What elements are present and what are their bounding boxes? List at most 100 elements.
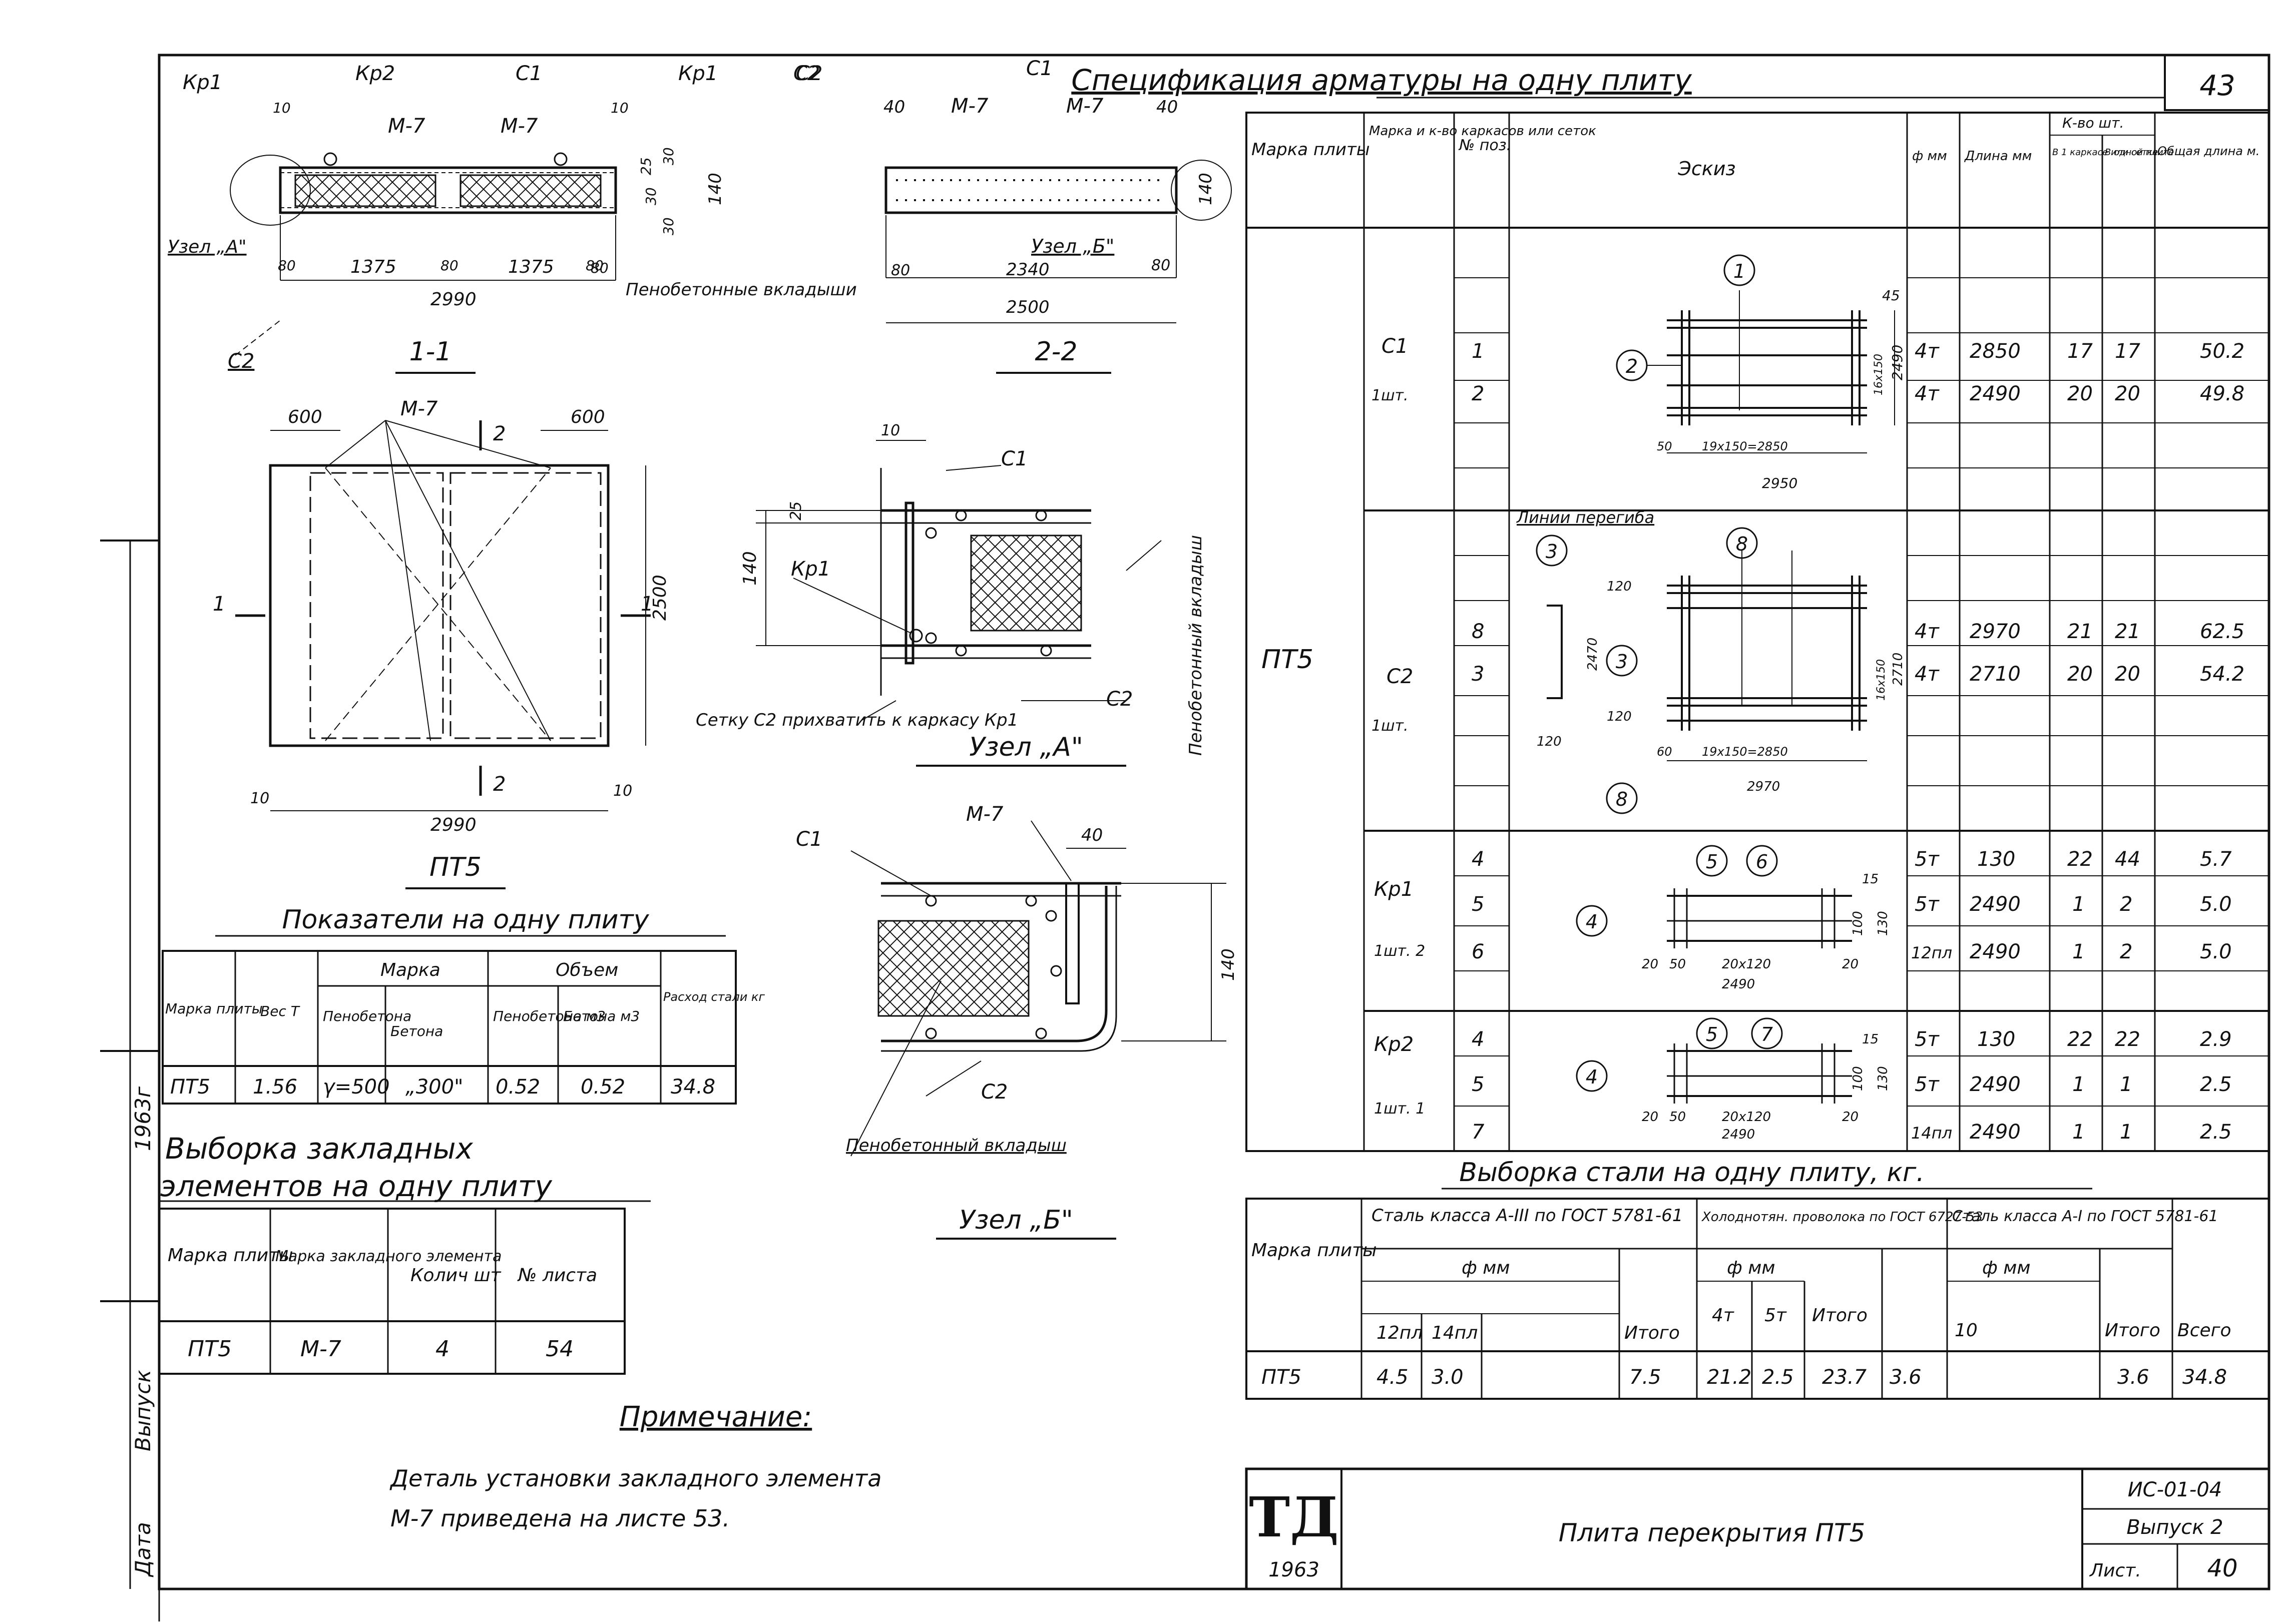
stamp-sheet-label: Лист. [2089, 1560, 2141, 1581]
dim-label: 50 [1669, 957, 1686, 972]
dim-label: 45 [1882, 287, 1900, 304]
ind-cell-foam-vol: 0.52 [496, 1075, 540, 1099]
title-stamp: ТД 1963 Плита перекрытия ПТ5 ИС-01-04 Вы… [1245, 1467, 2270, 1590]
spec-cell-pos: 5 [1472, 1073, 1484, 1096]
spec-cell-q1: 21 [2067, 620, 2093, 643]
table-row: 8 4т 2970 21 21 62.5 [1472, 620, 2244, 643]
spec-cell-total: 5.0 [2200, 940, 2232, 963]
ind-h-concrete: Бетона [390, 1023, 443, 1039]
spec-cell-diam: 5т [1915, 893, 1940, 916]
node-a-ref: Узел „А" [168, 237, 247, 257]
foam-label: Пенобетонный вкладыш [1186, 535, 1206, 756]
label-m7-right: М-7 [1066, 95, 1104, 118]
spec-cell-q2: 17 [2115, 340, 2140, 363]
spec-cell-pos: 4 [1472, 1028, 1484, 1051]
section-1-1: Кр1 Кр2 С1 Кр1 С2 М-7 М-7 10 10 25 30 14… [168, 62, 857, 374]
spec-cell-length: 2850 [1970, 340, 2021, 363]
spec-cell-total: 5.7 [2200, 848, 2232, 871]
spec-cell-pos: 2 [1472, 382, 1484, 405]
steel-h-d14: 14пл [1432, 1323, 1478, 1343]
spec-cell-diam: 4т [1915, 382, 1940, 405]
dim-label: 2710 [1891, 653, 1906, 686]
spec-cell-q1: 17 [2067, 340, 2093, 363]
callout-1: 1 [1733, 260, 1745, 282]
sketch-c2 [1547, 551, 1867, 761]
spec-cell-pos: 8 [1472, 620, 1484, 643]
embedded-table: Выборка закладных элементов на одну плит… [158, 1132, 651, 1375]
spec-cell-pos: 6 [1472, 940, 1484, 963]
dim-label: 120 [1607, 709, 1632, 724]
steel-h-cold: Холоднотян. проволока по ГОСТ 6727-53 [1701, 1210, 1983, 1225]
steel-cell-d5: 2.5 [1762, 1366, 1794, 1389]
spec-plate: ПТ5 [1261, 645, 1313, 675]
spec-cell-q2: 1 [2120, 1121, 2132, 1144]
cut-mark-2-top: 2 [493, 422, 506, 445]
ind-cell-foam: γ=500 [323, 1075, 390, 1099]
spec-cell-diam: 5т [1915, 848, 1940, 871]
stamp-logo: ТД [1249, 1485, 1339, 1549]
stamp-year: 1963 [1268, 1558, 1319, 1581]
dim-label: 140 [740, 551, 760, 586]
ind-cell-weight: 1.56 [253, 1075, 297, 1099]
spec-cell-length: 2490 [1970, 1121, 2021, 1144]
dim-label: 10 [250, 790, 269, 807]
embedded-title-2: элементов на одну плиту [160, 1169, 552, 1203]
table-row: 5 5т 2490 1 2 5.0 [1472, 893, 2232, 916]
label-m7: М-7 [951, 95, 989, 118]
section-title-2-2: 2-2 [1035, 337, 1078, 367]
dim-label: 2490 [1889, 345, 1906, 380]
emb-cell-sheet: 54 [546, 1336, 574, 1362]
steel-h-class1: Сталь класса А-I по ГОСТ 5781-61 [1952, 1208, 2218, 1225]
spec-cell-q1: 22 [2067, 848, 2093, 871]
dim-label: 2970 [1747, 779, 1780, 794]
dim-label: 30 [643, 187, 659, 205]
foam-label: Пенобетонный вкладыш [846, 1136, 1067, 1156]
spec-cell-pos: 1 [1472, 340, 1484, 363]
cut-mark-1-left: 1 [213, 593, 225, 616]
ind-cell-concrete: „300" [405, 1075, 463, 1099]
dim-label: 25 [787, 501, 805, 520]
sketch-c1 [1647, 290, 1895, 453]
emb-cell-mark: ПТ5 [188, 1336, 232, 1362]
dim-label: 80 [1151, 257, 1170, 274]
steel-cell-vsego: 34.8 [2182, 1366, 2227, 1389]
ind-h-mark: Марка плиты [165, 1000, 263, 1017]
steel-cell-mark: ПТ5 [1261, 1366, 1301, 1389]
dim-label: 20 [1842, 957, 1859, 972]
label-kr2: Кр2 [355, 62, 395, 85]
dim-label: 140 [1196, 173, 1216, 205]
ind-cell-steel: 34.8 [671, 1075, 715, 1099]
label-c1: С1 [1001, 447, 1028, 470]
indicators-table: Показатели на одну плиту Марка плиты Вес… [162, 905, 765, 1105]
dim-label: 10 [611, 100, 629, 116]
label-m7: М-7 [400, 397, 438, 420]
dim-label: 20x120 [1722, 957, 1771, 972]
spec-cell-pos: 5 [1472, 893, 1484, 916]
steel-h-d10: 10 [1955, 1320, 1978, 1341]
spec-cell-total: 62.5 [2200, 620, 2244, 643]
dim-label: 2340 [1006, 260, 1050, 280]
spec-group-kr2-count: 1шт. 1 [1374, 1100, 1425, 1118]
spec-h-sketch: Эскиз [1677, 158, 1735, 180]
spec-cell-length: 2490 [1970, 940, 2021, 963]
dim-label: 25 [638, 157, 654, 175]
node-a-title: Узел „А" [969, 732, 1083, 762]
table-row: 7 14пл 2490 1 1 2.5 [1472, 1121, 2232, 1144]
spec-cell-diam: 12пл [1911, 943, 1952, 962]
spec-cell-diam: 5т [1915, 1073, 1940, 1096]
side-year: 1963г [131, 1086, 155, 1151]
dim-label: 2990 [430, 289, 477, 310]
steel-h-d5: 5т [1764, 1305, 1787, 1326]
label-c2: С2 [793, 62, 820, 85]
spec-cell-length: 2490 [1970, 382, 2021, 405]
callout-4: 4 [1586, 911, 1598, 933]
section-2-2: С2 С1 М-7 М-7 40 40 140 80 2340 80 2500 … [793, 57, 1232, 374]
steel-h-itogo-3: Итого [2105, 1320, 2160, 1341]
dim-label: 15 [1862, 1032, 1879, 1047]
dim-label: 15 [1862, 872, 1879, 887]
dim-label: 10 [273, 100, 291, 116]
label-c1: С1 [516, 62, 542, 85]
sketch-kr1 [1667, 888, 1852, 948]
spec-cell-q1: 1 [2072, 1121, 2085, 1144]
